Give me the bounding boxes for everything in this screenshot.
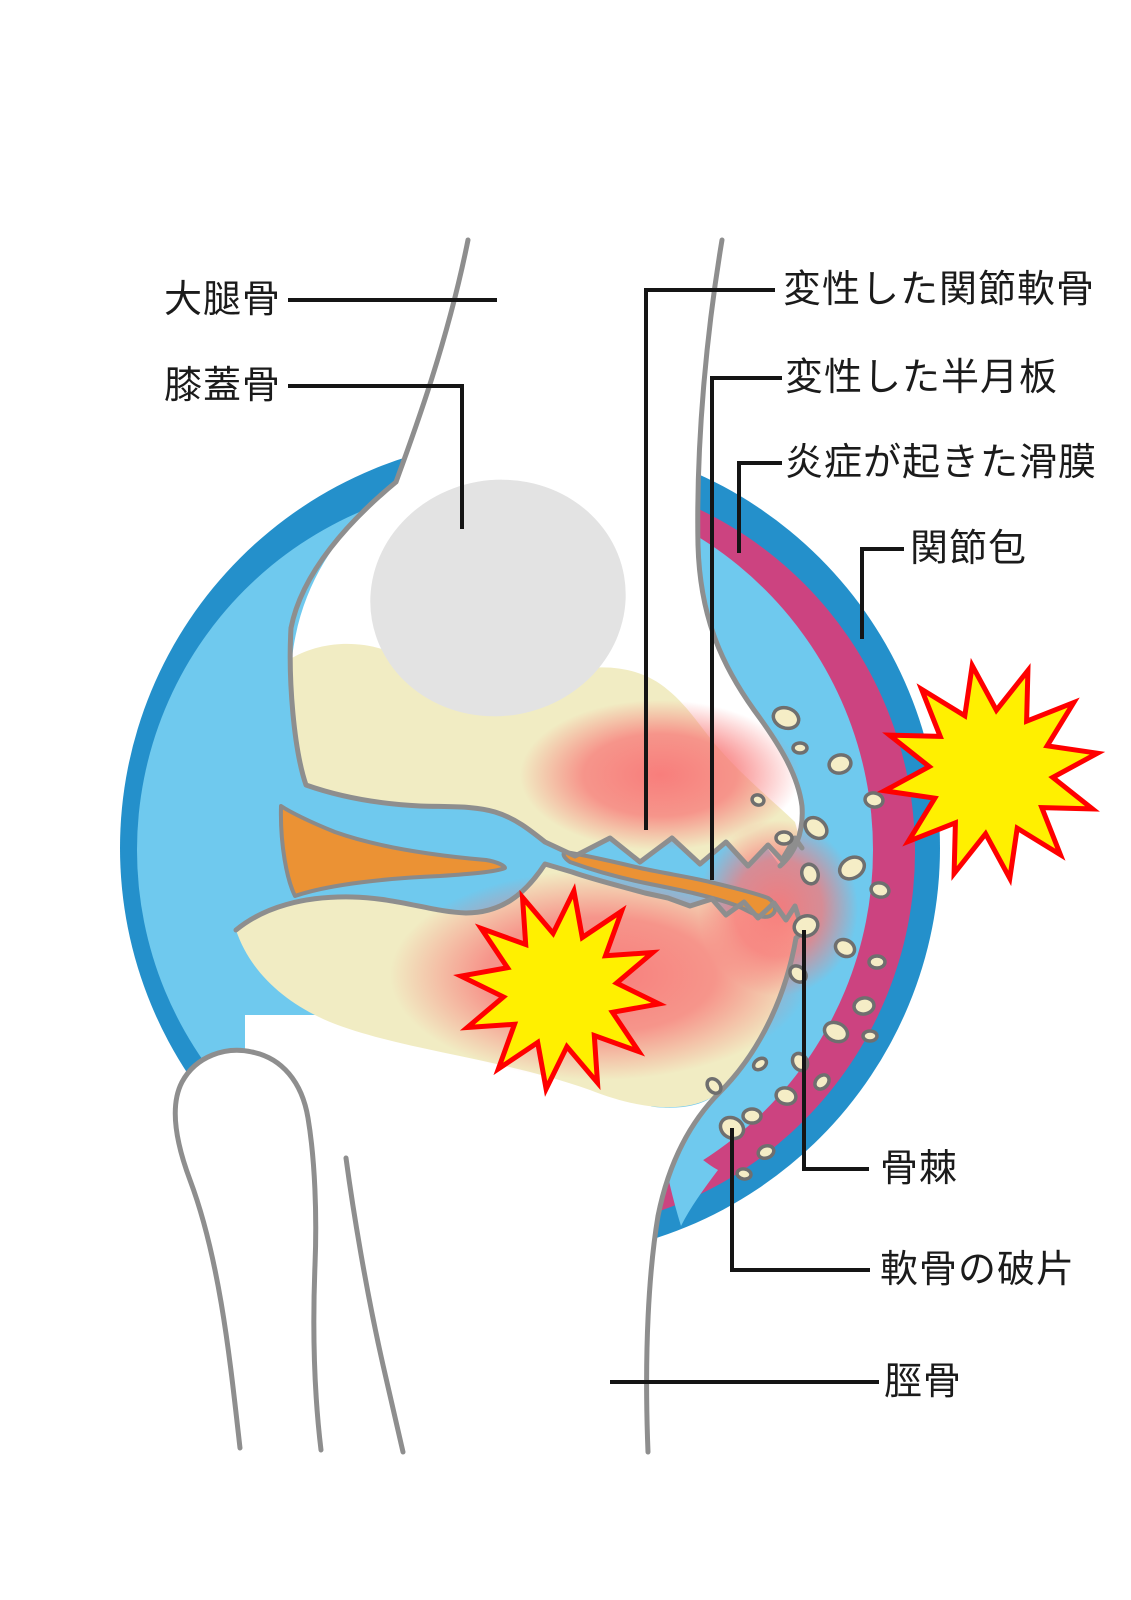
cartilage-fragment [827,753,853,775]
label-inflamed-synovium: 炎症が起きた滑膜 [785,440,1098,484]
leader-joint-capsule [860,547,904,639]
cartilage-fragment [774,1086,798,1106]
cartilage-fragment [735,1167,753,1181]
cartilage-fragment [756,1143,776,1161]
meniscus-degenerated [561,850,777,919]
leader-cartilage-fragments [730,1128,870,1272]
tibia-shaft [330,1022,715,1452]
label-degenerated-meniscus: 変性した半月板 [785,355,1059,399]
cartilage-fragment [791,741,809,755]
tibia-outline-back [644,935,799,1455]
cartilage-fragment [771,705,801,731]
cartilage-fragment [751,1056,769,1072]
leader-inflamed-synovium [737,461,782,553]
femur-outline-back [695,237,805,869]
cartilage-fragment [741,1107,763,1125]
cartilage-fragment [803,815,829,841]
leader-patella [288,384,464,529]
leader-degenerated-cartilage [644,288,775,830]
cartilage-fragment [852,996,876,1016]
pain-starburst-outer [876,657,1106,887]
cartilage-fragment [822,1020,850,1044]
cartilage-fragment [863,791,885,809]
cartilage-fragment [792,913,820,939]
cartilage-fragment [867,954,887,970]
tibia-outline-front [343,1155,406,1455]
fibula-outline [172,1047,324,1453]
cartilage-fragment [750,793,766,807]
label-femur: 大腿骨 [164,277,282,321]
cartilage-fragment [869,881,891,899]
cartilage-fragments-group [705,705,891,1181]
leader-degenerated-meniscus [710,376,782,880]
inflammation-glow-upper [520,700,800,850]
cartilage-fragment [861,1029,879,1043]
label-degenerated-cartilage: 変性した関節軟骨 [783,267,1096,311]
tibia-plateau-edge [233,861,806,941]
label-osteophyte: 骨棘 [880,1146,959,1190]
label-joint-capsule: 関節包 [910,526,1028,570]
leader-osteophyte [802,930,869,1171]
fibula [175,1050,321,1450]
cartilage-fragment [774,830,794,846]
meniscus-left [278,804,507,898]
label-tibia: 脛骨 [884,1359,963,1403]
cartilage-fragment [813,1073,831,1091]
patella-body [370,479,626,717]
label-cartilage-fragments: 軟骨の破片 [880,1247,1076,1291]
cartilage-fragment [705,1077,723,1095]
cartilage-fragment [799,862,821,886]
pain-starburst-inner [453,883,667,1097]
femur-outline-front-and-cartilage-edge [287,237,805,869]
cartilage-fragment [837,855,867,881]
label-patella: 膝蓋骨 [164,363,282,407]
cartilage-fragment [833,937,857,959]
